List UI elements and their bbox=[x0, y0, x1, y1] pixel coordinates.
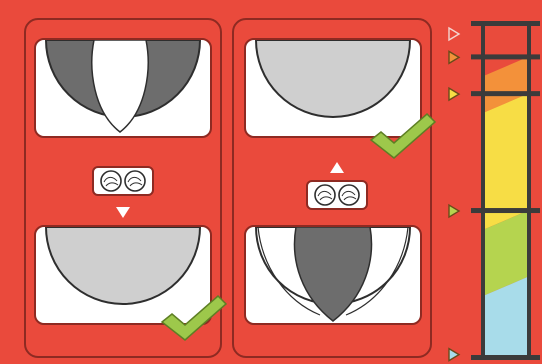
puzzle-panel-right bbox=[232, 18, 432, 358]
meter-marker-icon bbox=[449, 51, 459, 63]
arrow-down-icon bbox=[116, 207, 130, 218]
meter-marker-icon bbox=[449, 28, 459, 40]
score-meter bbox=[445, 14, 540, 362]
shape-card-top-left[interactable] bbox=[34, 38, 212, 138]
checkmark-icon-left bbox=[158, 292, 230, 342]
tool-label: rollers bbox=[0, 0, 1, 1]
meter-marker-icon bbox=[449, 349, 459, 361]
shape-card-bottom-right[interactable] bbox=[244, 225, 422, 325]
meter-tick bbox=[471, 91, 540, 96]
half-sphere-inner-band-icon bbox=[246, 227, 420, 323]
roller-tool[interactable] bbox=[306, 180, 368, 210]
arrow-up-icon bbox=[330, 162, 344, 173]
meter-cap bbox=[471, 21, 540, 26]
meter-marker-icon bbox=[449, 205, 459, 217]
meter-cap bbox=[471, 355, 540, 360]
rollers-icon bbox=[94, 168, 152, 194]
rollers-icon bbox=[308, 182, 366, 208]
checkmark-icon-right bbox=[367, 110, 439, 160]
meter-tick bbox=[471, 54, 540, 59]
meter-marker-icon bbox=[449, 88, 459, 100]
half-sphere-dark-band-icon bbox=[36, 40, 210, 136]
meter-tick bbox=[471, 208, 540, 213]
roller-tool[interactable] bbox=[92, 166, 154, 196]
